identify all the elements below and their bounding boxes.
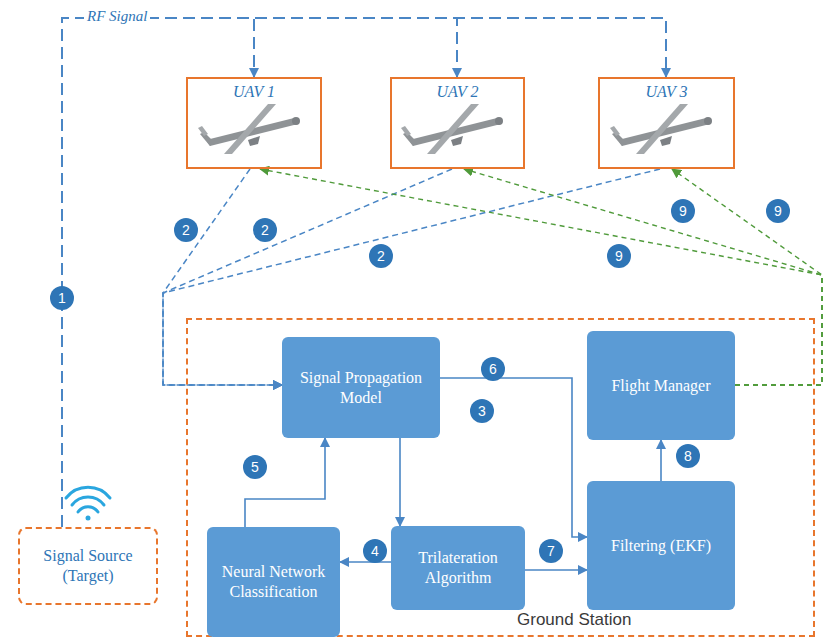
uav-icon	[401, 104, 503, 154]
node-text: Signal Source (Target)	[26, 546, 150, 586]
node-text: Flight Manager	[611, 376, 710, 396]
connector	[340, 561, 391, 563]
callout-number: 9	[671, 199, 695, 223]
node-text: Neural Network Classification	[213, 562, 334, 602]
connector	[399, 438, 401, 526]
uav-icon	[198, 104, 300, 154]
target-box: Signal Source (Target)	[18, 527, 158, 605]
uav-icon	[610, 104, 712, 154]
process-box: Neural Network Classification	[207, 527, 340, 637]
connector	[62, 18, 254, 527]
uav-box: UAV 1	[186, 77, 322, 169]
callout-number: 5	[243, 455, 267, 479]
connector	[525, 569, 587, 571]
callout-number: 2	[253, 218, 277, 242]
node-text: Trilateration Algorithm	[397, 548, 519, 588]
process-box: Signal Propagation Model	[282, 337, 440, 438]
connector	[660, 440, 662, 481]
uav-box: UAV 2	[390, 77, 525, 169]
connector	[62, 18, 457, 527]
node-text: UAV 1	[188, 83, 320, 101]
node-text: Filtering (EKF)	[611, 536, 711, 556]
process-box: Trilateration Algorithm	[391, 526, 525, 610]
wifi-icon	[66, 487, 110, 520]
node-text: UAV 3	[600, 83, 733, 101]
callout-number: 4	[363, 539, 387, 563]
process-box: Flight Manager	[587, 331, 735, 440]
callout-number: 8	[676, 444, 700, 468]
connector	[62, 18, 666, 527]
connector	[245, 438, 325, 527]
edge-label: RF Signal	[84, 8, 150, 25]
callout-number: 7	[539, 539, 563, 563]
callout-number: 3	[470, 399, 494, 423]
callout-number: 2	[174, 218, 198, 242]
callout-number: 2	[369, 244, 393, 268]
uav-box: UAV 3	[598, 77, 735, 169]
node-text: Ground Station	[517, 610, 631, 630]
callout-number: 9	[766, 199, 790, 223]
callout-number: 6	[481, 357, 505, 381]
process-box: Filtering (EKF)	[587, 481, 735, 610]
connector	[163, 169, 282, 385]
callout-number: 1	[50, 286, 74, 310]
node-text: UAV 2	[392, 83, 523, 101]
node-text: Signal Propagation Model	[288, 368, 434, 408]
callout-number: 9	[607, 244, 631, 268]
connector	[440, 378, 587, 537]
